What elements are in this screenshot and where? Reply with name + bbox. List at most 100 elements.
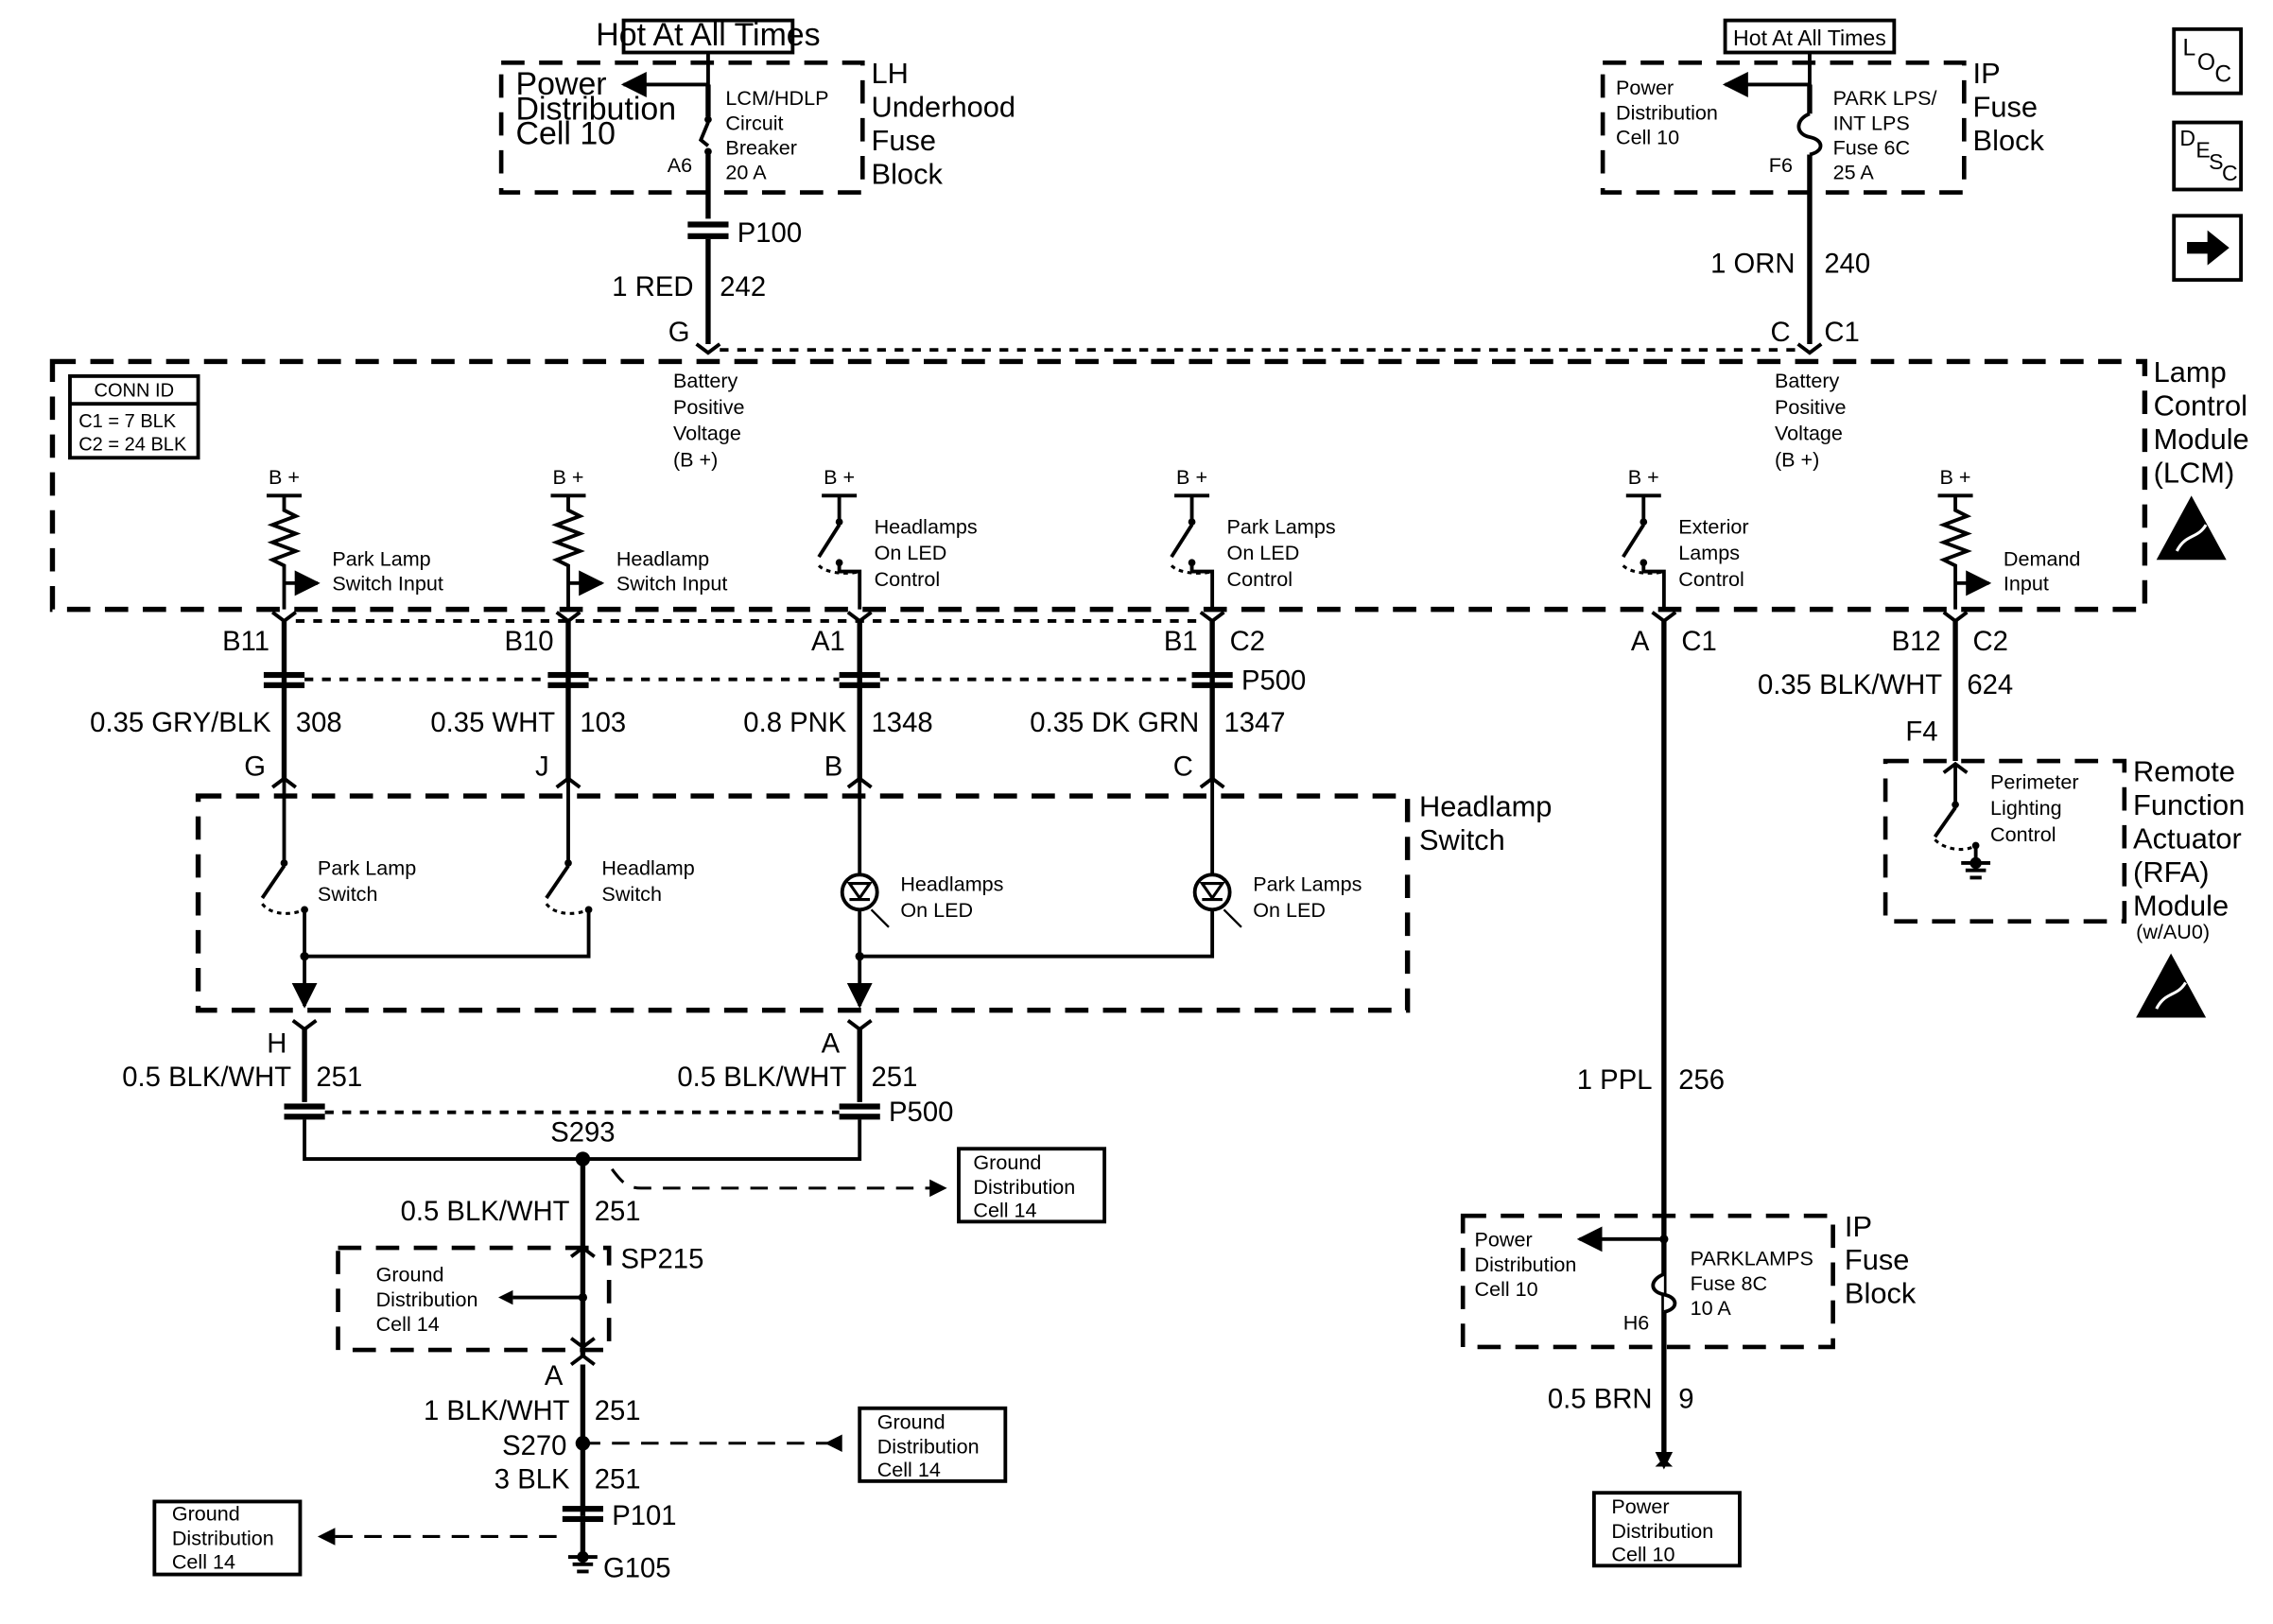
wire-1348-gauge: 0.8 PNK bbox=[743, 707, 846, 738]
wire-251-s293-circuit: 251 bbox=[595, 1196, 641, 1227]
lh-underhood-fuse-block: Hot At All Times Power Distribution Cell… bbox=[498, 17, 1024, 355]
conn-id-box: CONN ID C1 = 7 BLK C2 = 24 BLK bbox=[68, 373, 200, 460]
wire-308-circuit: 308 bbox=[296, 707, 342, 738]
wire-242-circuit: 242 bbox=[720, 271, 766, 302]
park-lps-fuse-label: PARK LPS/ INT LPS Fuse 6C 25 A bbox=[1833, 86, 1943, 184]
svg-text:C2 = 24 BLK: C2 = 24 BLK bbox=[78, 435, 187, 456]
power-distribution-label: Power Distribution Cell 10 bbox=[516, 66, 685, 151]
connector-p101: P101 bbox=[612, 1500, 676, 1531]
lcm-conn-c1-exterior: C1 bbox=[1681, 626, 1716, 657]
wire-1347-circuit: 1347 bbox=[1223, 707, 1285, 738]
wire-103-circuit: 103 bbox=[580, 707, 626, 738]
lcm-pin-b1: B1 bbox=[1164, 626, 1198, 657]
rfa-pin-f4: F4 bbox=[1905, 716, 1937, 747]
desc-icon[interactable]: DESC bbox=[2172, 120, 2244, 192]
lcm-to-switch-wires bbox=[263, 620, 1233, 779]
splice-s293: S293 bbox=[550, 1117, 615, 1149]
ground-g105: G105 bbox=[603, 1553, 671, 1584]
battery-positive-right: Battery Positive Voltage (B +) bbox=[1775, 369, 1852, 471]
svg-text:B +: B + bbox=[824, 465, 855, 489]
pin-a-lower: A bbox=[545, 1360, 564, 1391]
svg-text:B +: B + bbox=[269, 465, 300, 489]
wire-251-lower-circuit: 251 bbox=[595, 1395, 641, 1426]
lcm-pin-c: C bbox=[1771, 317, 1791, 348]
switch-pin-j: J bbox=[535, 751, 549, 782]
svg-text:B +: B + bbox=[1940, 465, 1971, 489]
wire-251-ground-gauge: 3 BLK bbox=[495, 1464, 570, 1495]
lcm-pin-g: G bbox=[668, 317, 690, 348]
lcm-pin-a-exterior: A bbox=[1631, 626, 1650, 657]
ground-circuit: H A 0.5 BLK/WHT 251 0.5 BLK/WHT 251 P500… bbox=[122, 1018, 1107, 1584]
wire-251-ground-circuit: 251 bbox=[595, 1464, 641, 1495]
connector-p100: P100 bbox=[737, 217, 802, 249]
switch-pin-h: H bbox=[267, 1028, 286, 1059]
svg-text:DESC: DESC bbox=[2179, 126, 2237, 185]
wire-1347-gauge: 0.35 DK GRN bbox=[1030, 707, 1199, 738]
battery-positive-left: Battery Positive Voltage (B +) bbox=[673, 369, 751, 471]
lcm-pin-b12: B12 bbox=[1892, 626, 1941, 657]
hot-at-all-times-label-right: Hot At All Times bbox=[1733, 26, 1886, 50]
wire-orn-gauge: 1 ORN bbox=[1710, 248, 1795, 279]
esd-warning-icon-rfa bbox=[2136, 953, 2207, 1018]
wire-red-gauge: 1 RED bbox=[612, 271, 693, 302]
wire-251-lower-gauge: 1 BLK/WHT bbox=[424, 1395, 570, 1426]
lcm-pin-b10: B10 bbox=[505, 626, 554, 657]
wire-240-circuit: 240 bbox=[1824, 248, 1870, 279]
lamp-control-module: Lamp Control Module (LCM) CONN ID C1 = 7… bbox=[49, 355, 2249, 613]
connector-p500-lower: P500 bbox=[889, 1097, 953, 1128]
lcm-pin-b11: B11 bbox=[222, 626, 269, 657]
circuit-breaker-label: LCM/HDLP Circuit Breaker 20 A bbox=[725, 86, 834, 184]
rfa-module-note: (w/AU0) bbox=[2136, 920, 2210, 943]
ip-fuse-block-top: Hot At All Times Power Distribution Cell… bbox=[1600, 18, 2046, 355]
hot-at-all-times-label: Hot At All Times bbox=[596, 17, 820, 53]
switch-pin-b: B bbox=[824, 751, 843, 782]
esd-warning-icon bbox=[2156, 495, 2227, 561]
switch-pin-c: C bbox=[1173, 751, 1193, 782]
svg-text:CONN ID: CONN ID bbox=[95, 380, 175, 401]
svg-text:B +: B + bbox=[553, 465, 584, 489]
pin-f6: F6 bbox=[1769, 153, 1793, 177]
loc-icon[interactable]: LOC bbox=[2172, 26, 2244, 95]
next-arrow-icon[interactable] bbox=[2172, 214, 2244, 283]
svg-text:LOC: LOC bbox=[2182, 36, 2231, 88]
wire-251-right-gauge: 0.5 BLK/WHT bbox=[677, 1062, 846, 1093]
wire-256-circuit: 256 bbox=[1678, 1064, 1725, 1096]
wire-103-gauge: 0.35 WHT bbox=[430, 707, 555, 738]
wire-624-gauge: 0.35 BLK/WHT bbox=[1758, 669, 1942, 700]
connector-p500-upper: P500 bbox=[1241, 665, 1306, 696]
splice-s270: S270 bbox=[502, 1430, 566, 1461]
svg-text:B +: B + bbox=[1176, 465, 1207, 489]
ip-fuse-block-title: IP Fuse Block bbox=[1973, 57, 2046, 157]
power-distribution-label-right: Power Distribution Cell 10 bbox=[1616, 76, 1724, 148]
wire-9-circuit: 9 bbox=[1678, 1384, 1693, 1415]
pin-a6: A6 bbox=[668, 153, 692, 177]
svg-text:B +: B + bbox=[1628, 465, 1659, 489]
lh-fuse-block-title: LH Underhood Fuse Block bbox=[872, 57, 1024, 190]
